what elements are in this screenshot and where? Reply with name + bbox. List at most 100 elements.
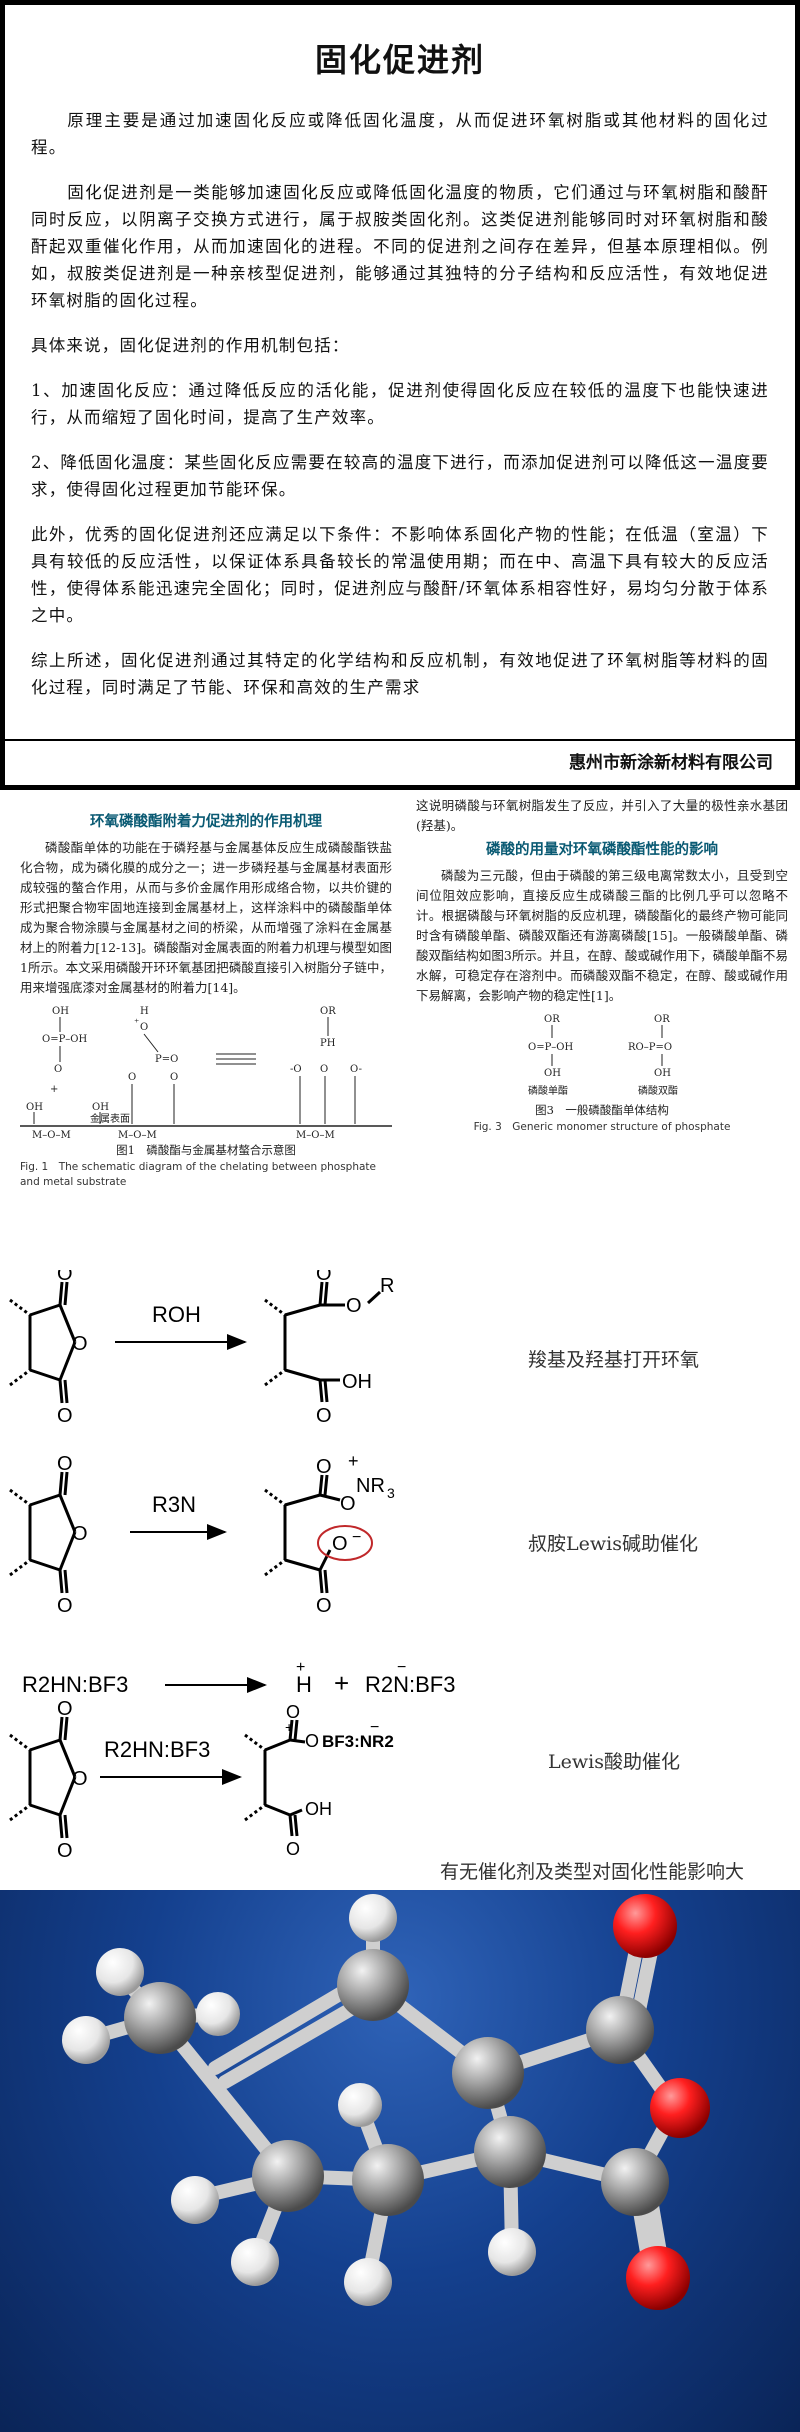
svg-text:O: O xyxy=(57,1698,73,1720)
svg-text:O: O xyxy=(316,1595,332,1617)
svg-text:O: O xyxy=(316,1456,332,1478)
svg-text:O: O xyxy=(305,1731,319,1751)
svg-text:O: O xyxy=(170,1072,178,1083)
molecule-3d-model xyxy=(0,1890,800,2432)
svg-text:O: O xyxy=(340,1493,356,1515)
intro-paragraph-1: 原理主要是通过加速固化反应或降低固化温度，从而促进环氧树脂或其他材料的固化过程。 xyxy=(31,111,769,157)
intro-divider xyxy=(5,739,795,741)
svg-text:3: 3 xyxy=(387,1485,395,1501)
svg-text:O: O xyxy=(72,1523,88,1545)
svg-text:O: O xyxy=(72,1768,88,1790)
svg-text:RO–P=O: RO–P=O xyxy=(628,1042,672,1053)
molecule-atoms xyxy=(62,1894,710,2310)
svg-text:O: O xyxy=(286,1702,300,1722)
reaction-2-label: 叔胺Lewis碱助催化 xyxy=(528,1533,698,1555)
reaction-4-reagent: R2HN:BF3 xyxy=(104,1737,210,1762)
svg-text:O-: O- xyxy=(350,1064,362,1075)
reaction-2-reagent: R3N xyxy=(152,1492,196,1517)
intro-panel: 固化促进剂 原理主要是通过加速固化反应或降低固化温度，从而促进环氧树脂或其他材料… xyxy=(0,0,800,790)
metal-surface-label: 金属表面 xyxy=(90,1112,130,1125)
intro-paragraph-6: 此外，优秀的固化促进剂还应满足以下条件：不影响体系固化产物的性能；在低温（室温）… xyxy=(31,525,769,625)
right-section-heading: 磷酸的用量对环氧磷酸酯性能的影响 xyxy=(486,842,718,858)
svg-text:O: O xyxy=(54,1064,62,1075)
svg-text:OH: OH xyxy=(544,1068,561,1079)
svg-text:OH: OH xyxy=(305,1799,332,1819)
right-paragraph: 磷酸为三元酸，但由于磷酸的第三级电离常数太小，且受到空间位阻效应影响，直接反应生… xyxy=(416,868,788,1003)
svg-text:O: O xyxy=(316,1270,332,1285)
svg-text:O: O xyxy=(57,1453,73,1475)
svg-text:O: O xyxy=(332,1533,348,1555)
svg-text:+: + xyxy=(296,1659,305,1676)
svg-text:M–O–M: M–O–M xyxy=(32,1130,71,1140)
intro-paragraph-5: 2、降低固化温度：某些固化反应需要在较高的温度下进行，而添加促进剂可以降低这一温… xyxy=(31,453,769,499)
svg-text:+: + xyxy=(348,1451,359,1471)
left-section-heading: 环氧磷酸酯附着力促进剂的作用机理 xyxy=(90,814,322,830)
svg-text:O: O xyxy=(128,1072,136,1083)
svg-text:OH: OH xyxy=(26,1102,43,1113)
svg-text:O: O xyxy=(72,1333,88,1355)
svg-text:−: − xyxy=(352,1529,361,1546)
figure-3-diagram: OR O=P–OH OH OR RO–P=O OH 磷酸单酯 磷酸双酯 xyxy=(528,1014,678,1097)
right-top-paragraph: 这说明磷酸与环氧树脂发生了反应，并引入了大量的极性亲水基团(羟基)。 xyxy=(416,798,788,833)
svg-text:OH: OH xyxy=(52,1006,69,1017)
svg-text:M–O–M: M–O–M xyxy=(296,1130,335,1140)
svg-text:OH: OH xyxy=(342,1371,372,1393)
svg-text:P=O: P=O xyxy=(155,1054,178,1065)
intro-paragraph-4: 1、加速固化反应：通过降低反应的活化能，促进剂使得固化反应在较低的温度下也能快速… xyxy=(31,381,769,427)
reaction-1: O O O O O R OH O xyxy=(9,1270,394,1427)
svg-text:−: − xyxy=(397,1659,406,1676)
intro-paragraph-3: 具体来说，固化促进剂的作用机制包括： xyxy=(31,336,350,355)
reaction-2: O O O O + O NR 3 O − O xyxy=(9,1451,395,1617)
figure-1-diagram: OH O=P–OH O + OH OH H ⁺ O P=O O O xyxy=(20,1006,392,1140)
reactions-caption: 有无催化剂及类型对固化性能影响大 xyxy=(440,1861,744,1883)
reaction-3-left: R2HN:BF3 xyxy=(22,1672,128,1697)
svg-text:OH: OH xyxy=(654,1068,671,1079)
svg-text:NR: NR xyxy=(356,1475,385,1497)
svg-text:OR: OR xyxy=(654,1014,670,1025)
reaction-4-product: BF3:NR2 xyxy=(322,1732,394,1751)
svg-text:O: O xyxy=(57,1270,73,1285)
intro-paragraph-2: 固化促进剂是一类能够加速固化反应或降低固化温度的物质，它们通过与环氧树脂和酸酐同… xyxy=(31,183,769,310)
svg-text:OR: OR xyxy=(544,1014,560,1025)
svg-text:O: O xyxy=(140,1022,148,1033)
svg-text:−: − xyxy=(370,1719,379,1736)
reaction-1-reagent: ROH xyxy=(152,1302,201,1327)
intro-paragraph-7: 综上所述，固化促进剂通过其特定的化学结构和反应机制，有效地促进了环氧树脂等材料的… xyxy=(31,651,769,697)
svg-text:+: + xyxy=(285,1719,293,1735)
svg-text:O: O xyxy=(57,1840,73,1862)
reaction-schemes: O O O O O R OH O ROH xyxy=(0,1270,800,1890)
reaction-schemes-svg: O O O O O R OH O ROH xyxy=(9,1270,744,1883)
svg-text:OR: OR xyxy=(320,1006,336,1017)
svg-text:O: O xyxy=(316,1405,332,1427)
reaction-4-label: Lewis酸助催化 xyxy=(548,1751,680,1773)
svg-text:O: O xyxy=(57,1405,73,1427)
figure-1-caption-en: Fig. 1 The schematic diagram of the chel… xyxy=(20,1161,376,1188)
reaction-4: O O O O + O OH O − xyxy=(9,1698,379,1862)
svg-text:O: O xyxy=(286,1839,300,1859)
svg-text:M–O–M: M–O–M xyxy=(118,1130,157,1140)
left-paragraph: 磷酸酯单体的功能在于磷羟基与金属基体反应生成磷酸酯铁盐化合物，成为磷化膜的成分之… xyxy=(20,840,392,995)
svg-text:⁺: ⁺ xyxy=(134,1018,139,1029)
diester-label: 磷酸双酯 xyxy=(638,1084,678,1097)
svg-text:OH: OH xyxy=(92,1102,109,1113)
svg-text:H: H xyxy=(140,1006,149,1017)
molecule-svg xyxy=(62,1894,710,2310)
paper-left-column: 环氧磷酸酯附着力促进剂的作用机理 磷酸酯单体的功能在于磷羟基与金属基体反应生成磷… xyxy=(20,808,392,1190)
svg-text:-O: -O xyxy=(290,1064,302,1075)
monoester-label: 磷酸单酯 xyxy=(528,1084,568,1097)
intro-title: 固化促进剂 xyxy=(314,41,485,79)
paper-excerpt: 环氧磷酸酯附着力促进剂的作用机理 磷酸酯单体的功能在于磷羟基与金属基体反应生成磷… xyxy=(0,790,800,1270)
svg-text:O: O xyxy=(346,1295,362,1317)
svg-text:O: O xyxy=(320,1064,328,1075)
svg-text:O: O xyxy=(57,1595,73,1617)
svg-text:R: R xyxy=(380,1275,394,1297)
reaction-3-right: R2N:BF3 xyxy=(365,1672,455,1697)
figure-3-caption: 图3 一般磷酸酯单体结构 xyxy=(535,1103,669,1117)
company-name: 惠州市新涂新材料有限公司 xyxy=(569,753,773,773)
figure-1-caption: 图1 磷酸酯与金属基材螯合示意图 xyxy=(116,1143,296,1157)
svg-text:PH: PH xyxy=(320,1038,336,1049)
svg-text:+: + xyxy=(50,1084,58,1095)
figure-3-caption-en: Fig. 3 Generic monomer structure of phos… xyxy=(473,1121,731,1133)
reaction-1-label: 羧基及羟基打开环氧 xyxy=(528,1349,699,1371)
svg-text:O=P–OH: O=P–OH xyxy=(42,1034,88,1045)
